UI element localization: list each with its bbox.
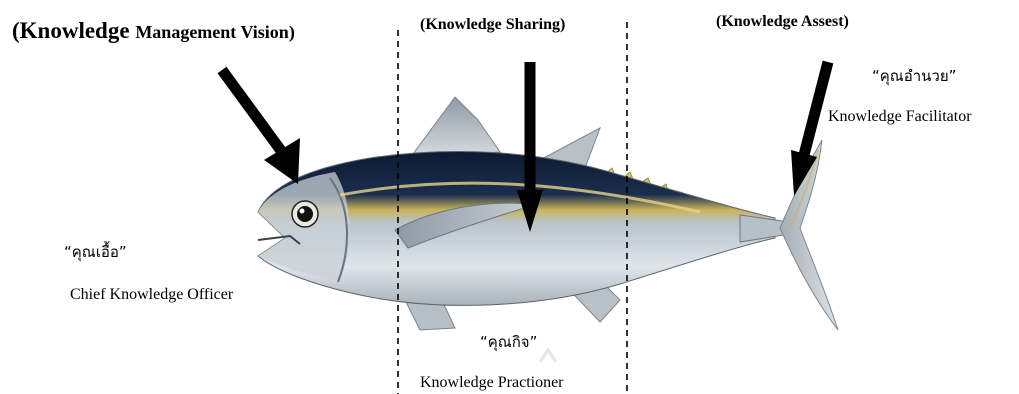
- heading-vision-prefix: (Knowledge: [12, 18, 135, 43]
- label-ceo-thai: “คุณเอื้อ”: [64, 240, 127, 264]
- label-practitioner-thai: “คุณกิจ”: [480, 330, 537, 354]
- arrow-vision-icon: [222, 70, 300, 184]
- label-ceo-en: Chief Knowledge Officer: [70, 286, 233, 304]
- heading-vision: (Knowledge Management Vision): [12, 18, 295, 44]
- label-practitioner-en: Knowledge Practioner: [420, 374, 564, 392]
- heading-vision-rest: Management Vision): [135, 22, 295, 42]
- heading-sharing: (Knowledge Sharing): [420, 16, 565, 34]
- dorsal-fin: [410, 97, 500, 158]
- label-facilitator-thai: “คุณอำนวย”: [872, 64, 956, 88]
- label-facilitator-en: Knowledge Facilitator: [828, 108, 972, 126]
- heading-assets: (Knowledge Assest): [716, 13, 849, 31]
